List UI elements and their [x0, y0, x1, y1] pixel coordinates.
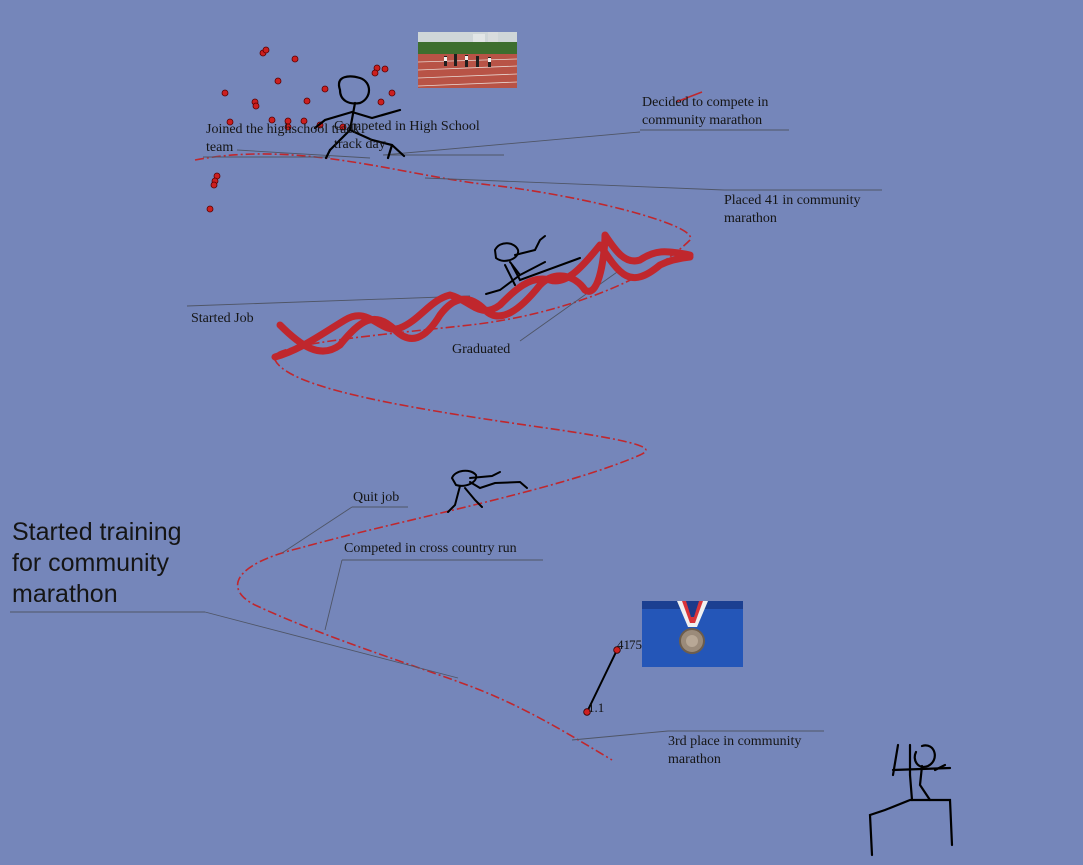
timeline-path [194, 153, 692, 761]
stick-figure-top [313, 75, 406, 160]
label-decided: Decided to compete in community marathon [642, 95, 769, 128]
label-quit-job: Quit job [353, 490, 400, 505]
stick-figure-lower [447, 469, 528, 513]
red-scribble [271, 231, 694, 361]
mini-chart-label-a2: 75 [629, 637, 642, 652]
label-joined-team: Joined the highschool track team [206, 122, 360, 155]
stick-figure-podium [868, 743, 954, 857]
mini-chart-label-b: 1.1 [588, 700, 605, 715]
mini-chart-label-a: 41 [617, 637, 630, 652]
label-competed-hs: Competed in High School track day [334, 119, 480, 152]
label-graduated: Graduated [452, 342, 511, 357]
scatter-dots [206, 46, 396, 213]
medal-photo [642, 601, 743, 667]
mini-chart-point-a [613, 646, 621, 654]
label-started-training: Started training for community marathon [12, 518, 182, 608]
stick-figure-middle [485, 235, 581, 295]
track-photo [418, 32, 517, 88]
label-started-job: Started Job [191, 311, 254, 326]
mini-chart [583, 646, 621, 716]
red-tick [675, 91, 703, 103]
label-third-place: 3rd place in community marathon [668, 734, 802, 767]
label-placed41: Placed 41 in community marathon [724, 193, 861, 226]
mini-chart-point-b [583, 708, 591, 716]
leader-lines [10, 129, 882, 741]
mini-chart-line [586, 649, 618, 713]
label-cross-country: Competed in cross country run [344, 541, 517, 556]
